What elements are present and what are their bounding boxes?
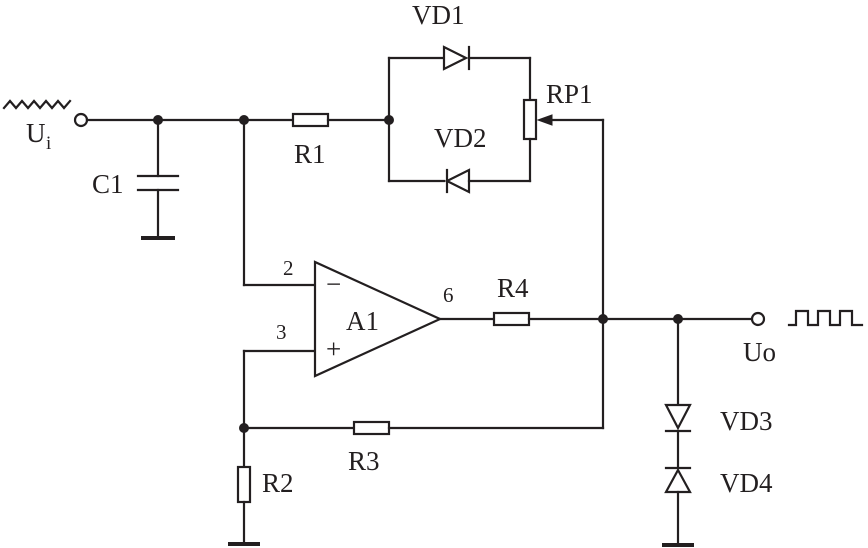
r3-label: R3 [348,446,380,476]
vd3-label: VD3 [720,406,773,436]
output-terminal [750,311,766,327]
c1-label: C1 [92,169,124,199]
opamp-minus-sign: − [326,269,341,299]
diode-vd1 [442,45,469,71]
input-sawtooth-waveform [2,99,72,110]
opamp-a1 [313,260,443,378]
potentiometer-rp1 [522,98,538,141]
resistor-r1 [291,112,330,128]
r4-label: R4 [497,273,529,303]
rp1-label: RP1 [546,79,593,109]
input-label-subscript: i [46,133,51,154]
pin-inverting-label: 2 [283,256,294,280]
zener-vd3 [664,403,692,431]
opamp-plus-sign: + [326,334,341,364]
a1-label: A1 [346,306,379,336]
pin-noninverting-label: 3 [276,320,287,344]
resistor-r3 [352,420,391,436]
resistor-r4 [492,311,531,327]
output-label: Uo [743,337,776,367]
input-terminal [73,112,89,128]
resistor-r2 [236,465,252,504]
vd2-label: VD2 [434,123,487,153]
diode-vd2 [444,168,471,194]
input-label: U [26,118,46,148]
vd1-label: VD1 [412,0,465,30]
zener-vd4 [664,467,692,494]
junction-feedback [598,314,608,324]
r2-label: R2 [262,468,294,498]
r1-label: R1 [294,139,326,169]
vd4-label: VD4 [720,468,773,498]
output-square-waveform [787,309,864,327]
pin-output-label: 6 [443,283,454,307]
